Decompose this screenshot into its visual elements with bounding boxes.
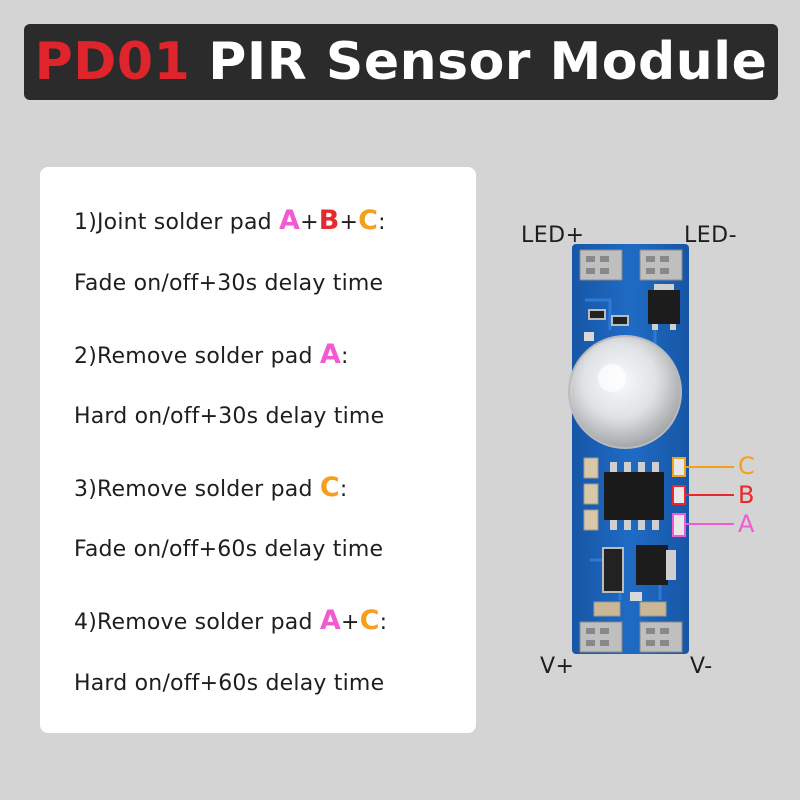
main-ic xyxy=(604,472,664,520)
instruction-heading-text: 3)Remove solder pad xyxy=(74,477,320,502)
marker-label-c: C xyxy=(738,452,755,480)
capacitor xyxy=(583,483,599,505)
instruction-4-heading: 4)Remove solder pad A+C: xyxy=(74,605,387,636)
led-minus-label: LED- xyxy=(684,223,738,248)
led-minus-pad xyxy=(639,249,683,281)
title-text: PIR Sensor Module xyxy=(208,32,768,92)
capacitor xyxy=(593,601,621,617)
title-bar: PD01 PIR Sensor Module xyxy=(24,24,778,100)
pad-a-label: A xyxy=(319,339,341,370)
solder-pad-b xyxy=(672,485,686,505)
instruction-heading-text: 2)Remove solder pad xyxy=(74,344,320,369)
pad-a-label: A xyxy=(319,605,341,636)
v-minus-label: V- xyxy=(690,654,713,679)
capacitor xyxy=(583,457,599,479)
pad-b-label: B xyxy=(318,205,340,236)
resistor xyxy=(588,309,606,320)
marker-label-b: B xyxy=(738,481,755,509)
colon: : xyxy=(379,610,388,635)
solder-pad-a xyxy=(672,513,686,537)
v-plus-label: V+ xyxy=(540,654,575,679)
top-transistor xyxy=(648,290,680,324)
resistor xyxy=(611,315,629,326)
v-minus-pad xyxy=(639,621,683,653)
capacitor xyxy=(639,601,667,617)
instruction-3-description: Fade on/off+60s delay time xyxy=(74,537,384,562)
instruction-4-description: Hard on/off+60s delay time xyxy=(74,671,385,696)
plus-separator: + xyxy=(340,610,360,635)
pad-c-label: C xyxy=(319,472,340,503)
colon: : xyxy=(340,344,349,369)
instruction-1-heading: 1)Joint solder pad A+B+C: xyxy=(74,205,386,236)
pad-c-label: C xyxy=(359,605,380,636)
instruction-2-description: Hard on/off+30s delay time xyxy=(74,404,385,429)
instruction-card: 1)Joint solder pad A+B+C: Fade on/off+30… xyxy=(40,167,476,733)
instruction-1-description: Fade on/off+30s delay time xyxy=(74,271,384,296)
title-code: PD01 xyxy=(34,32,191,92)
instruction-heading-text: 1)Joint solder pad xyxy=(74,210,279,235)
solder-pad-c xyxy=(672,457,686,477)
plus-separator: + xyxy=(339,210,359,235)
led-plus-label: LED+ xyxy=(521,223,585,248)
pad-c-label: C xyxy=(358,205,379,236)
instruction-3-heading: 3)Remove solder pad C: xyxy=(74,472,347,503)
pir-dome xyxy=(568,335,682,449)
resistor xyxy=(630,592,642,601)
v-plus-pad xyxy=(579,621,623,653)
resistor xyxy=(584,332,594,341)
colon: : xyxy=(339,477,348,502)
plus-separator: + xyxy=(300,210,319,235)
led-plus-pad xyxy=(579,249,623,281)
instruction-2-heading: 2)Remove solder pad A: xyxy=(74,339,349,370)
instruction-heading-text: 4)Remove solder pad xyxy=(74,610,320,635)
capacitor xyxy=(602,547,624,593)
pad-a-label: A xyxy=(278,205,301,236)
colon: : xyxy=(378,210,386,235)
marker-label-a: A xyxy=(738,510,755,538)
voltage-regulator xyxy=(636,545,668,585)
capacitor xyxy=(583,509,599,531)
